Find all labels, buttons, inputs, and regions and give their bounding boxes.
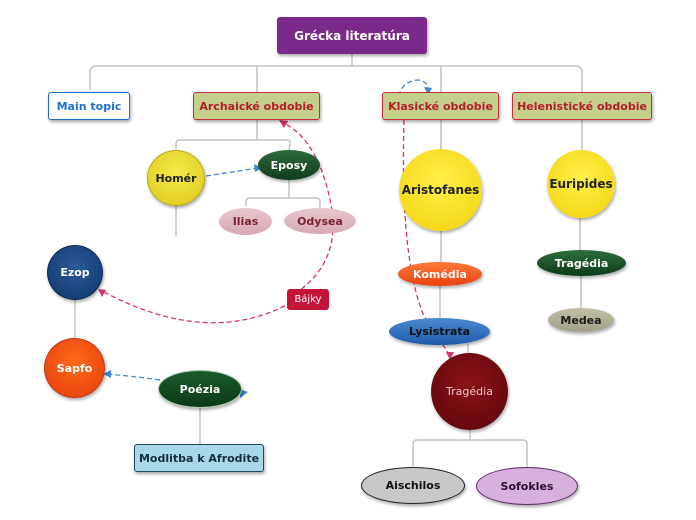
main-topic-node[interactable]: Main topic: [48, 92, 130, 120]
lysistrata-label: Lysistrata: [408, 325, 471, 338]
aischilos-label: Aischilos: [385, 479, 441, 492]
aischilos-node[interactable]: Aischilos: [361, 467, 465, 504]
aristofanes-label: Aristofanes: [401, 183, 480, 197]
bajky-label: Bájky: [294, 294, 322, 305]
period-classic-label: Klasické obdobie: [388, 99, 493, 113]
period-archaic[interactable]: Archaické obdobie: [193, 92, 320, 120]
komedia-node[interactable]: Komédia: [398, 262, 482, 286]
poezia-label: Poézia: [179, 382, 221, 396]
ezop-node[interactable]: Ezop: [47, 245, 103, 300]
euripides-label: Euripides: [549, 177, 613, 191]
poezia-node[interactable]: Poézia: [158, 370, 242, 408]
period-hellenistic-label: Helenistické obdobie: [517, 99, 647, 113]
tragedia-classic-label: Tragédia: [446, 385, 493, 398]
period-classic[interactable]: Klasické obdobie: [382, 92, 499, 120]
sofokles-node[interactable]: Sofokles: [476, 467, 578, 505]
main-topic-label: Main topic: [56, 99, 122, 113]
modlitba-node[interactable]: Modlitba k Afrodite: [134, 444, 264, 472]
tragedia-hellenistic-label: Tragédia: [554, 256, 609, 270]
odysea-node[interactable]: Odysea: [284, 208, 356, 234]
tragedia-classic-node[interactable]: Tragédia: [431, 353, 508, 430]
lysistrata-node[interactable]: Lysistrata: [389, 318, 490, 345]
modlitba-label: Modlitba k Afrodite: [138, 451, 260, 465]
period-hellenistic[interactable]: Helenistické obdobie: [512, 92, 652, 120]
ilias-node[interactable]: Ilias: [219, 208, 272, 235]
ilias-label: Ilias: [232, 215, 259, 228]
homer-label: Homér: [155, 171, 197, 185]
root-node[interactable]: Grécka literatúra: [277, 17, 427, 54]
eposy-node[interactable]: Eposy: [258, 150, 320, 180]
aristofanes-node[interactable]: Aristofanes: [399, 149, 482, 231]
komedia-label: Komédia: [413, 267, 467, 281]
eposy-label: Eposy: [270, 158, 308, 172]
euripides-node[interactable]: Euripides: [547, 150, 615, 218]
bajky-label-box[interactable]: Bájky: [287, 289, 329, 310]
sapfo-label: Sapfo: [56, 361, 93, 375]
odysea-label: Odysea: [297, 214, 343, 228]
medea-node[interactable]: Medea: [548, 308, 614, 332]
homer-node[interactable]: Homér: [147, 150, 205, 206]
sofokles-label: Sofokles: [500, 479, 554, 493]
ezop-label: Ezop: [60, 266, 90, 279]
tragedia-hellenistic-node[interactable]: Tragédia: [537, 250, 626, 276]
period-archaic-label: Archaické obdobie: [199, 99, 314, 113]
root-label: Grécka literatúra: [294, 28, 410, 43]
sapfo-node[interactable]: Sapfo: [44, 338, 105, 398]
medea-label: Medea: [560, 313, 602, 327]
